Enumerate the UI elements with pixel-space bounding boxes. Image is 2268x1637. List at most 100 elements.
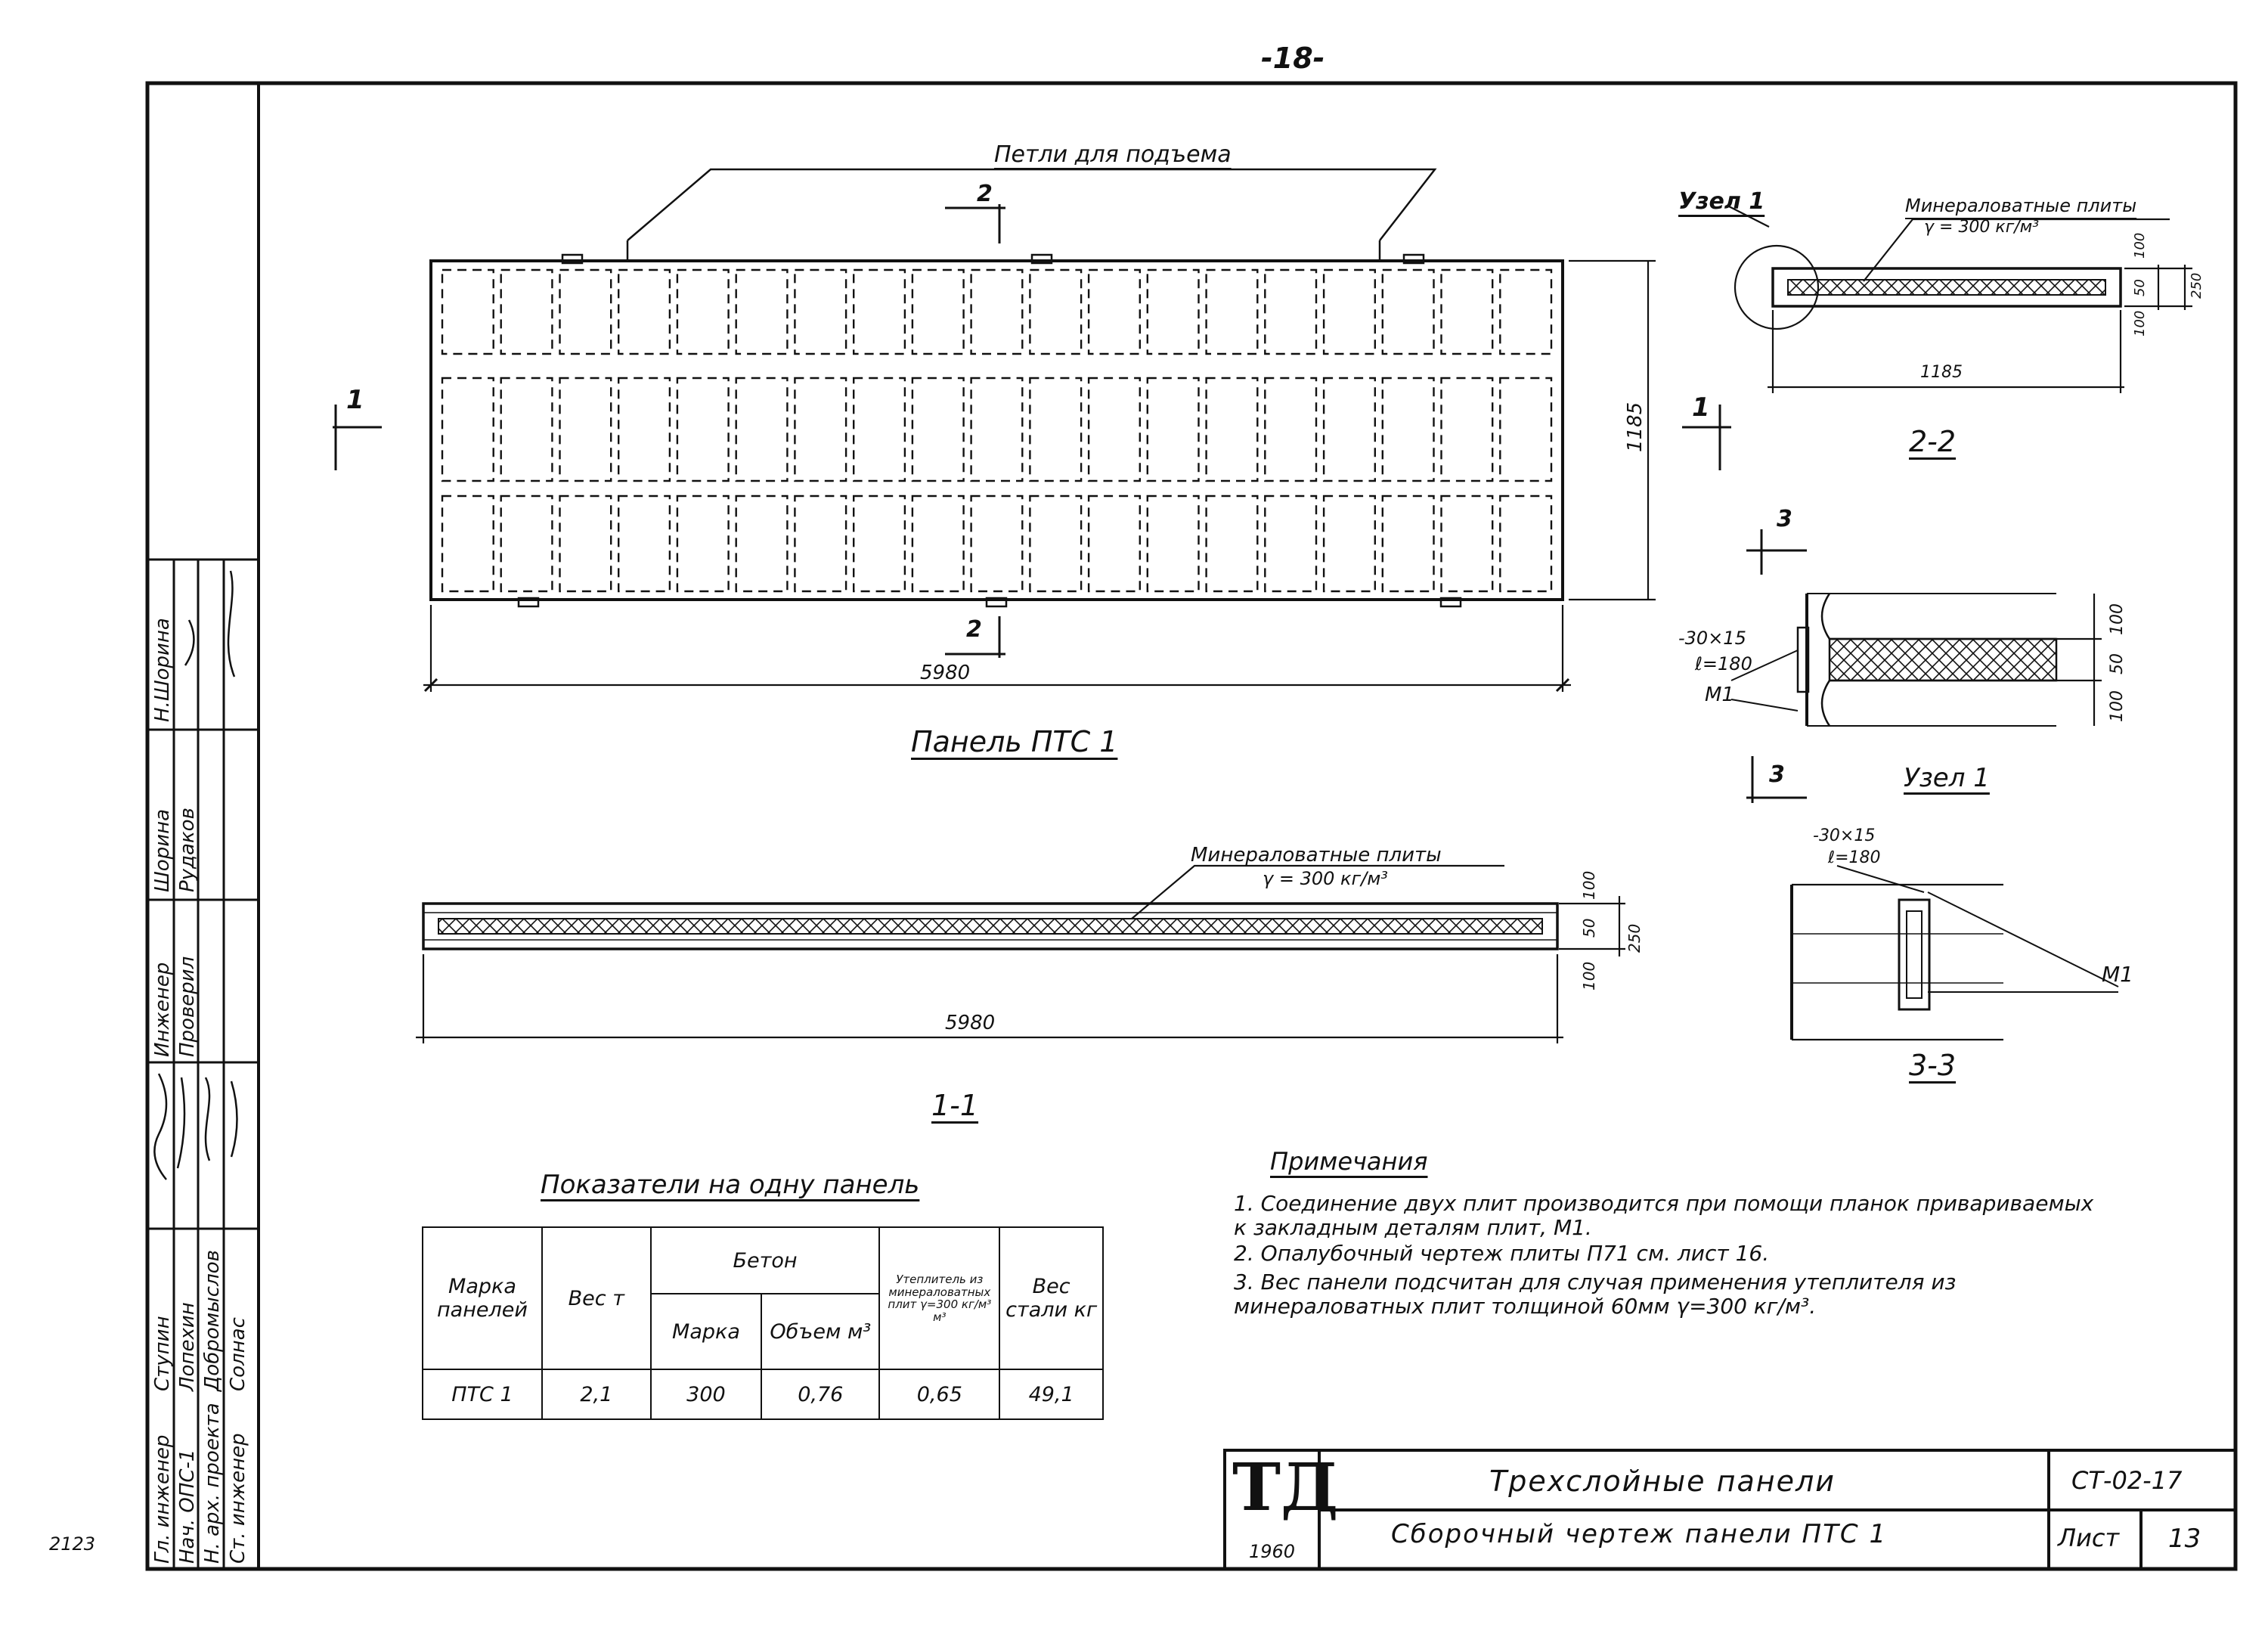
stamp-title: Трехслойные панели	[1489, 1465, 1836, 1498]
void-cell	[735, 377, 789, 482]
side-checker-1: Шорина	[151, 808, 174, 892]
void-cell	[1322, 377, 1376, 482]
header-concrete: Бетон	[649, 1226, 881, 1294]
void-cell	[1322, 268, 1376, 355]
header-weight: Вес т	[541, 1226, 652, 1370]
void-cell	[1440, 377, 1494, 482]
cut-markers	[333, 204, 1731, 658]
void-cell	[735, 495, 789, 593]
stamp-sheet-number: 13	[2168, 1524, 2201, 1554]
side-position-2: Нач. ОПС-1	[176, 1449, 199, 1564]
void-cell	[735, 268, 789, 355]
gamma-label-11: γ = 300 кг/м³	[1263, 868, 1388, 889]
mineral-label-22: Минераловатные плиты	[1905, 195, 2137, 216]
cell-concrete-volume: 0,76	[761, 1369, 881, 1420]
header-concrete-mark: Марка	[649, 1293, 763, 1370]
panel-title: Панель ПТС 1	[911, 725, 1118, 758]
d50-node: 50	[2108, 653, 2127, 674]
d100-node-top: 100	[2108, 603, 2127, 635]
void-cell	[1381, 495, 1435, 593]
indicators-title: Показатели на одну панель	[541, 1170, 920, 1200]
void-cell	[1264, 495, 1318, 593]
length-label-33: ℓ=180	[1828, 848, 1881, 867]
table-row: ПТС 1 2,1 300 0,76 0,65 49,1	[422, 1369, 1104, 1420]
void-cell	[852, 377, 906, 482]
void-cell	[911, 495, 965, 593]
void-cell	[794, 377, 847, 482]
header-steel: Вес стали кг	[999, 1226, 1104, 1370]
corner-number: 2123	[49, 1533, 96, 1555]
indicators-table: Марка панелей Вес т Бетон Утеплитель из …	[422, 1226, 1104, 1420]
stamp-logo: ТД	[1232, 1449, 1339, 1526]
void-cell	[441, 495, 494, 593]
panel-plan	[333, 168, 1731, 693]
side-checker-2: Рудаков	[176, 808, 199, 892]
stamp-sheet-label: Лист	[2058, 1524, 2120, 1552]
side-role-2: Проверил	[176, 956, 199, 1057]
void-cell	[1322, 495, 1376, 593]
void-cell	[1205, 268, 1259, 355]
section-22-title: 2-2	[1909, 425, 1957, 458]
d50-22: 50	[2132, 279, 2148, 296]
d100-11-bottom: 100	[1580, 961, 1598, 991]
void-cell	[1440, 268, 1494, 355]
node-1-detail	[1730, 529, 2102, 803]
void-cell	[794, 268, 847, 355]
void-cell	[676, 377, 730, 482]
m1-label-node: М1	[1705, 684, 1734, 706]
length-section-dim: 5980	[945, 1012, 996, 1034]
void-cell	[1205, 495, 1259, 593]
void-cell	[1087, 377, 1141, 482]
notes-title: Примечания	[1270, 1147, 1428, 1176]
d250-11: 250	[1625, 923, 1644, 953]
void-cell	[500, 495, 553, 593]
lifting-loops	[517, 168, 1462, 608]
void-cell	[1264, 377, 1318, 482]
void-cell	[1146, 377, 1200, 482]
gamma-label-22: γ = 300 кг/м³	[1924, 218, 2040, 237]
length-label-node: ℓ=180	[1695, 653, 1752, 674]
void-cell	[618, 268, 671, 355]
section-3-3	[1790, 865, 2119, 1041]
m1-label-33: М1	[2102, 962, 2133, 987]
cut-3-bottom-label: 3	[1769, 761, 1785, 788]
void-cell	[1264, 268, 1318, 355]
side-position-1: Гл. инженер	[151, 1434, 174, 1564]
void-cell	[852, 495, 906, 593]
cell-concrete-mark: 300	[649, 1369, 763, 1420]
void-cell	[1029, 268, 1083, 355]
void-cell	[911, 377, 965, 482]
void-cell	[676, 495, 730, 593]
void-cell	[1440, 495, 1494, 593]
side-name-4: Солнас	[227, 1317, 249, 1391]
void-cell	[441, 268, 494, 355]
void-cell	[1205, 377, 1259, 482]
node-1-callout: Узел 1	[1678, 188, 1765, 215]
section-11-title: 1-1	[931, 1089, 979, 1122]
strip-label-33: -30×15	[1813, 826, 1876, 845]
cell-mark: ПТС 1	[422, 1369, 543, 1420]
node-1-title: Узел 1	[1904, 763, 1990, 793]
cut-1-left-label: 1	[346, 385, 364, 415]
void-cell	[1087, 495, 1141, 593]
section-2-2	[1727, 205, 2192, 393]
section-1-1	[416, 864, 1625, 1043]
void-cell	[1029, 377, 1083, 482]
width-22-dim: 1185	[1920, 363, 1963, 382]
section-33-title: 3-3	[1909, 1049, 1957, 1082]
side-approval-block	[147, 558, 259, 1569]
void-cell	[1146, 268, 1200, 355]
cell-steel: 49,1	[999, 1369, 1104, 1420]
stamp-code: СТ-02-17	[2071, 1466, 2183, 1495]
void-cell	[676, 268, 730, 355]
page-number: -18-	[1261, 42, 1325, 75]
void-cell	[794, 495, 847, 593]
void-cell	[1499, 495, 1553, 593]
d50-11: 50	[1580, 918, 1598, 938]
header-concrete-volume: Объем м³	[761, 1293, 881, 1370]
side-position-4: Ст. инженер	[227, 1433, 249, 1564]
length-plan-dim: 5980	[920, 662, 971, 684]
d100-22-top: 100	[2132, 232, 2148, 259]
void-cell	[559, 268, 612, 355]
height-plan-dim: 1185	[1624, 401, 1647, 452]
